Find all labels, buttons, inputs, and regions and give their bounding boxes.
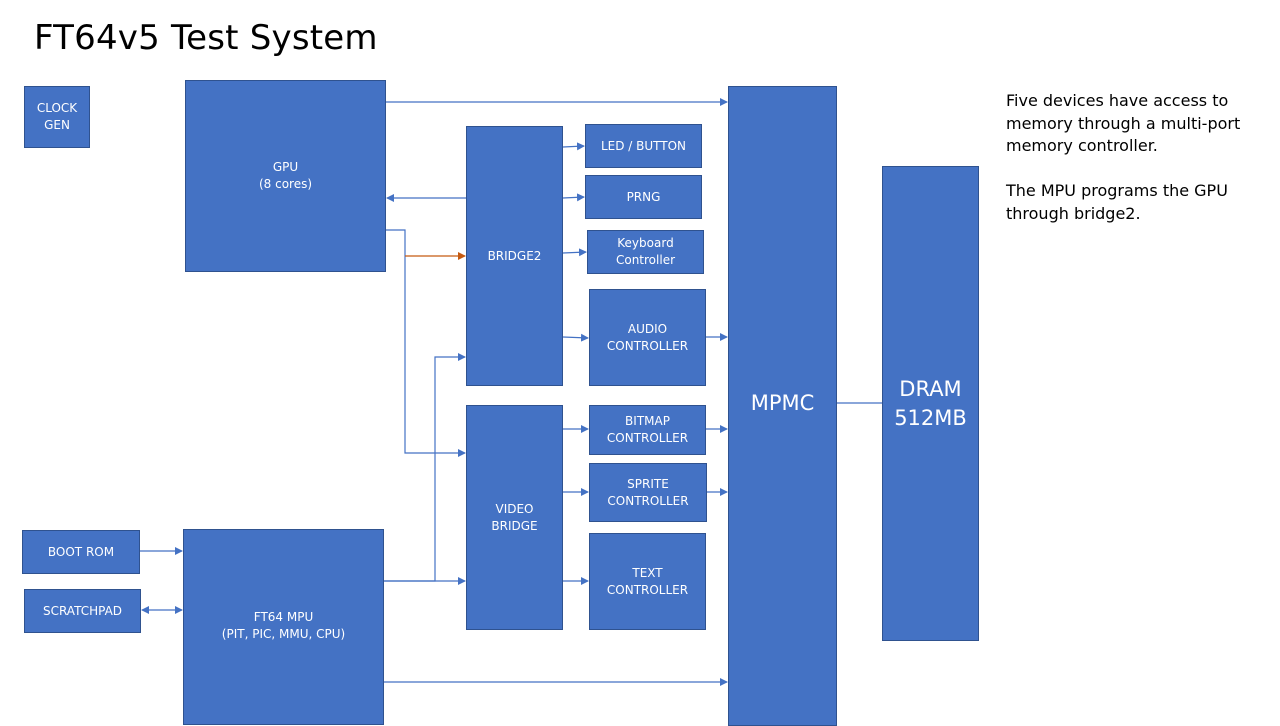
page-title: FT64v5 Test System <box>34 18 378 58</box>
gpu-block: GPU(8 cores) <box>185 80 386 272</box>
boot-rom-block: BOOT ROM <box>22 530 140 574</box>
wire-bridge2-led <box>562 142 585 151</box>
wire-mpu-bridge2 <box>384 353 466 582</box>
wire-bridge2-audio <box>562 333 589 342</box>
mpmc-block: MPMC <box>728 86 837 726</box>
scratchpad-block: SCRATCHPAD <box>24 589 141 633</box>
wire-bridge2-keyboard <box>562 248 587 257</box>
wire-bridge2-prng <box>562 193 585 202</box>
ft64-mpu-block: FT64 MPU(PIT, PIC, MMU, CPU) <box>183 529 384 725</box>
wire-gpu-videobridge <box>386 229 466 457</box>
prng-block: PRNG <box>585 175 702 219</box>
description-note-2: The MPU programs the GPU through bridge2… <box>1006 181 1228 223</box>
description-note-1: Five devices have access to memory throu… <box>1006 91 1241 155</box>
bridge2-block: BRIDGE2 <box>466 126 563 386</box>
led-button-block: LED / BUTTON <box>585 124 702 168</box>
